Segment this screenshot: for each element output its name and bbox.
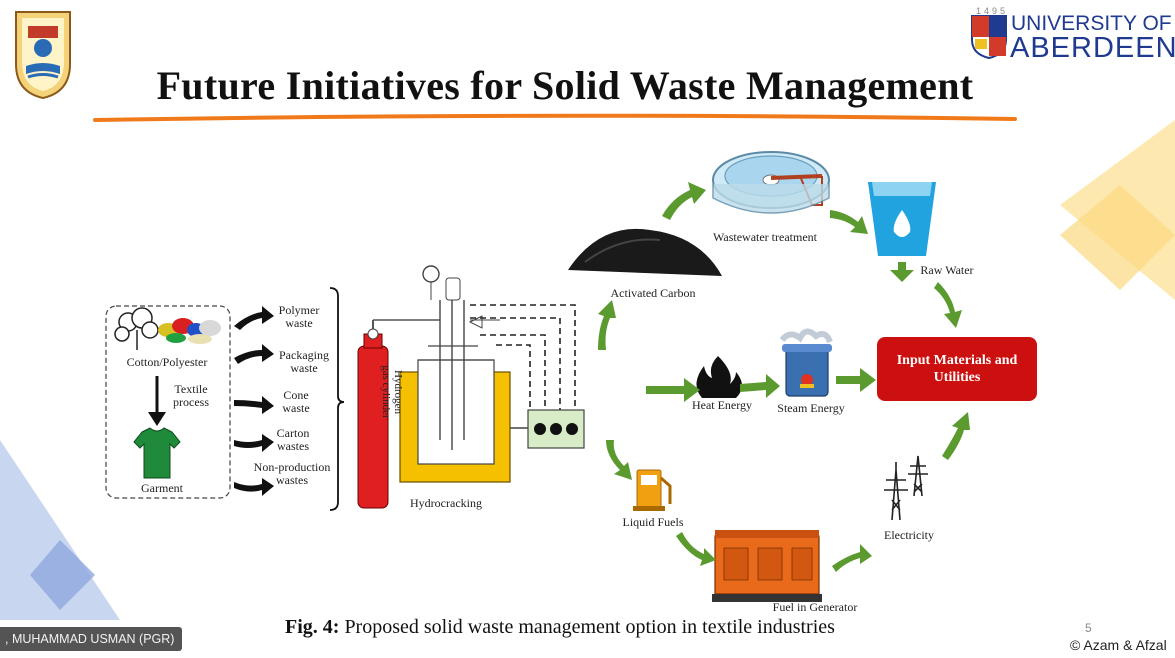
- generator-icon: [712, 530, 822, 602]
- input-materials-box: Input Materials and Utilities: [877, 337, 1037, 401]
- decor-yellow-diamond-small: [1060, 185, 1175, 290]
- wastewater-treatment-label: Wastewater treatment: [713, 230, 817, 244]
- source-box: [105, 305, 231, 499]
- heat-energy-icon: [696, 356, 742, 398]
- hydrogen-cylinder-label: Hydrogen gas cylinder: [380, 365, 404, 419]
- aberdeen-name-line1: UNIVERSITY OF: [1011, 12, 1172, 35]
- raw-water-icon: [868, 182, 936, 256]
- cotton-polyester-label: Cotton/Polyester: [126, 355, 208, 369]
- waste-label-packaging: Packaging waste: [279, 348, 329, 375]
- wastewater-treatment-icon: [712, 151, 830, 214]
- waste-label-carton: Carton wastes: [276, 426, 310, 453]
- electricity-pylons-icon: [884, 455, 928, 521]
- input-materials-label: Input Materials and Utilities: [896, 353, 1018, 385]
- waste-arrows: [234, 306, 274, 496]
- caption-text: Proposed solid waste management option i…: [339, 616, 835, 638]
- flow-arrows: [598, 182, 970, 572]
- steam-energy-label: Steam Energy: [777, 401, 845, 415]
- fuel-pump-icon: [633, 469, 672, 511]
- caption-prefix: Fig. 4:: [285, 616, 340, 638]
- cotton-icon: [114, 307, 159, 350]
- fuel-in-generator-label: Fuel in Generator: [772, 600, 858, 614]
- aberdeen-year: 1495: [976, 6, 1009, 16]
- raw-water-label: Raw Water: [920, 263, 974, 277]
- copyright-text: © Azam & Afzal: [1070, 637, 1167, 653]
- polyester-pellets-icon: [158, 318, 221, 344]
- waste-label-non-production: Non-production wastes: [253, 460, 331, 487]
- presenter-name-badge[interactable]: , MUHAMMAD USMAN (PGR): [0, 627, 183, 651]
- waste-label-cone: Cone waste: [282, 388, 310, 415]
- garment-label: Garment: [141, 481, 183, 495]
- activated-carbon-label: Activated Carbon: [610, 286, 696, 300]
- steam-energy-icon: [779, 328, 833, 397]
- heat-energy-label: Heat Energy: [691, 398, 753, 412]
- waste-label-polymer: Polymer waste: [278, 303, 320, 330]
- textile-process-label: Textile process: [173, 382, 209, 409]
- hydrocracking-reactor: [357, 265, 585, 509]
- garment-icon: [133, 427, 181, 479]
- title-underline: [93, 113, 1017, 122]
- hydrocracking-label: Hydrocracking: [410, 496, 482, 510]
- wastes-bracket: [329, 287, 345, 511]
- figure-caption: Fig. 4: Proposed solid waste management …: [285, 616, 835, 639]
- activated-carbon-icon: [568, 228, 722, 276]
- aberdeen-name-line2: ABERDEEN: [1010, 32, 1175, 64]
- electricity-label: Electricity: [884, 528, 934, 542]
- slide-title: Future Initiatives for Solid Waste Manag…: [156, 63, 974, 108]
- aberdeen-crest: [971, 15, 1007, 60]
- liquid-fuels-label: Liquid Fuels: [622, 515, 684, 529]
- decor-blue-diamond: [30, 540, 95, 610]
- university-punjab-logo: [15, 11, 71, 100]
- slide-number: 5: [1085, 621, 1092, 635]
